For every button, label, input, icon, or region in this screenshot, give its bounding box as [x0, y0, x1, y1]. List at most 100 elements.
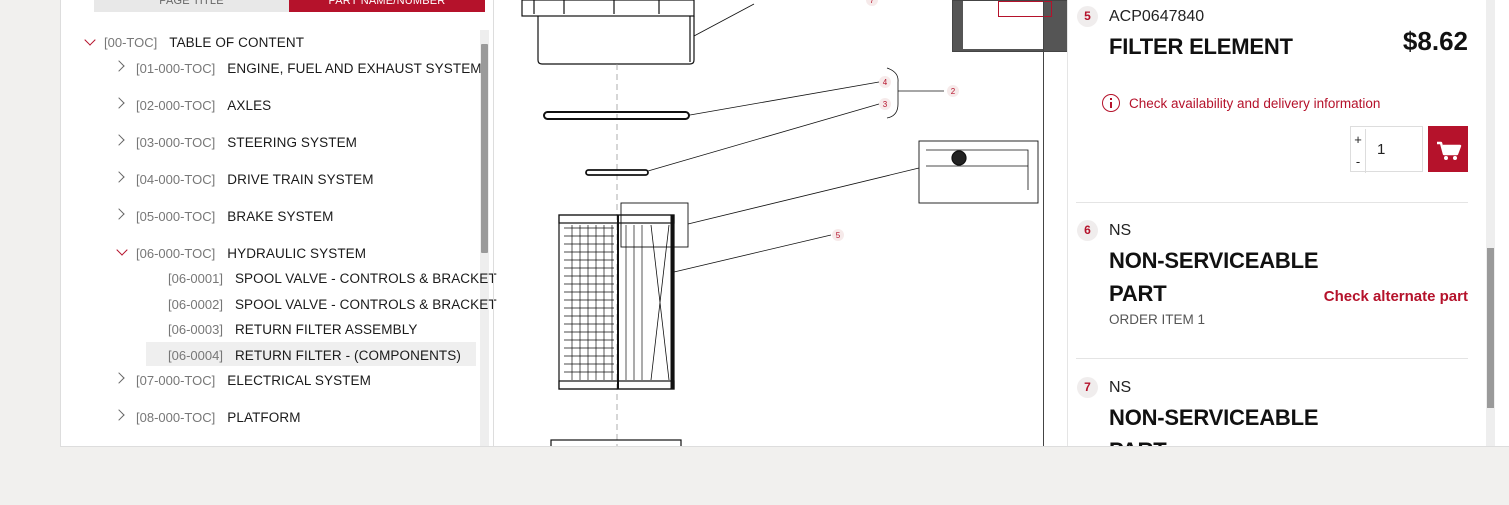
callout-2: 2 — [951, 87, 956, 96]
part-number[interactable]: NS — [1109, 222, 1132, 239]
part-number[interactable]: NS — [1109, 379, 1132, 396]
tree-node-code: [01-000-TOC] — [136, 60, 216, 76]
tree-node-label: SPOOL VALVE - CONTROLS & BRACKET — [234, 296, 497, 312]
tab-part-name-number[interactable]: PART NAME/NUMBER — [289, 0, 485, 12]
tree-node-label: BRAKE SYSTEM — [227, 208, 334, 224]
availability-link[interactable]: Check availability and delivery informat… — [1102, 94, 1380, 112]
part-price: $8.62 — [1402, 26, 1468, 56]
parts-scrollbar-thumb[interactable] — [1487, 248, 1494, 408]
part-separator — [1076, 358, 1468, 359]
callout-5: 5 — [836, 231, 841, 240]
thumbnail-page — [963, 1, 1052, 49]
thumbnail-viewport[interactable] — [998, 1, 1052, 17]
order-item-label: ORDER ITEM 1 — [1109, 312, 1206, 327]
tree-node-steering[interactable]: [03-000-TOC] STEERING SYSTEM — [136, 130, 357, 154]
tree-node-code: [06-0003] — [168, 321, 223, 337]
tree-node-label: RETURN FILTER - (COMPONENTS) — [234, 347, 461, 363]
chevron-right-icon[interactable] — [113, 97, 125, 109]
o-ring-small — [585, 169, 649, 176]
tree-node-label: SPOOL VALVE - CONTROLS & BRACKET — [234, 270, 497, 286]
add-to-cart-button[interactable] — [1428, 126, 1468, 172]
tree-node-code: [03-000-TOC] — [136, 134, 216, 150]
tree-node-code: [06-0004] — [168, 347, 223, 363]
o-ring-large — [543, 111, 690, 120]
tree-node-06-0002[interactable]: [06-0002] SPOOL VALVE - CONTROLS & BRACK… — [168, 292, 497, 316]
tree-diagram-divider — [493, 0, 494, 446]
part-number[interactable]: ACP0647840 — [1109, 8, 1205, 25]
chevron-right-icon[interactable] — [113, 171, 125, 183]
chevron-down-icon[interactable] — [116, 244, 128, 256]
chevron-right-icon[interactable] — [113, 409, 125, 421]
callout-4: 4 — [883, 78, 888, 87]
callout-3: 3 — [883, 100, 888, 109]
parts-list: 5 ACP0647840 FILTER ELEMENT $8.62 Check … — [1067, 0, 1484, 446]
part-index-badge: 7 — [1077, 377, 1098, 398]
search-tabs: PAGE TITLE PART NAME/NUMBER — [94, 0, 485, 12]
tree-node-root[interactable]: [00-TOC] TABLE OF CONTENT — [104, 30, 304, 54]
part-separator — [1076, 202, 1468, 203]
tree-node-code: [02-000-TOC] — [136, 97, 216, 113]
tree-node-code: [08-000-TOC] — [136, 409, 216, 425]
tree-node-label: PLATFORM — [227, 409, 301, 425]
tree-node-06-0001[interactable]: [06-0001] SPOOL VALVE - CONTROLS & BRACK… — [168, 266, 497, 290]
tree-node-label: STEERING SYSTEM — [227, 134, 358, 150]
tree-node-code: [04-000-TOC] — [136, 171, 216, 187]
tree-node-label: ENGINE, FUEL AND EXHAUST SYSTEM — [227, 60, 482, 76]
selected-row-highlight — [146, 342, 476, 366]
tree-node-label: TABLE OF CONTENT — [169, 34, 305, 50]
part-name-line2[interactable]: PART — [1109, 434, 1167, 446]
filter-element — [558, 214, 675, 390]
tree-node-platform[interactable]: [08-000-TOC] PLATFORM — [136, 405, 301, 429]
parts-diagram[interactable]: 7 4 3 2 5 — [494, 0, 1044, 446]
tree-node-label: RETURN FILTER ASSEMBLY — [234, 321, 418, 337]
chevron-down-icon[interactable] — [84, 34, 96, 46]
tree-node-axles[interactable]: [02-000-TOC] AXLES — [136, 93, 271, 117]
toc-tree: PAGE TITLE PART NAME/NUMBER [00-TOC] TAB… — [61, 0, 497, 446]
tree-node-engine[interactable]: [01-000-TOC] ENGINE, FUEL AND EXHAUST SY… — [136, 56, 482, 80]
tree-node-label: DRIVE TRAIN SYSTEM — [227, 171, 374, 187]
tree-node-label: HYDRAULIC SYSTEM — [227, 245, 367, 261]
part-name-line1[interactable]: NON-SERVICEABLE — [1109, 405, 1319, 430]
parts-catalog-panel: PAGE TITLE PART NAME/NUMBER [00-TOC] TAB… — [60, 0, 1509, 447]
chevron-right-icon[interactable] — [113, 208, 125, 220]
part-name[interactable]: FILTER ELEMENT — [1109, 34, 1293, 59]
tree-node-brake[interactable]: [05-000-TOC] BRAKE SYSTEM — [136, 204, 333, 228]
tree-node-label: AXLES — [227, 97, 272, 113]
tree-scrollbar-thumb[interactable] — [481, 44, 488, 253]
tree-node-label: ELECTRICAL SYSTEM — [227, 372, 371, 388]
callout-7: 7 — [870, 0, 875, 5]
housing-bowl — [537, 16, 695, 65]
tree-node-code: [06-0001] — [168, 270, 223, 286]
tree-node-code: [05-000-TOC] — [136, 208, 216, 224]
chevron-right-icon[interactable] — [113, 60, 125, 72]
quantity-plus-button[interactable]: + — [1351, 129, 1366, 151]
tree-node-06-0004[interactable]: [06-0004] RETURN FILTER - (COMPONENTS) — [168, 343, 461, 367]
tree-node-electrical[interactable]: [07-000-TOC] ELECTRICAL SYSTEM — [136, 368, 371, 392]
chevron-right-icon[interactable] — [113, 372, 125, 384]
part-name-line1[interactable]: NON-SERVICEABLE — [1109, 248, 1319, 273]
tree-node-code: [00-TOC] — [104, 34, 158, 50]
check-alternate-part-link[interactable]: Check alternate part — [1323, 288, 1468, 305]
quantity-minus-button[interactable]: - — [1351, 151, 1366, 173]
tree-node-code: [06-000-TOC] — [136, 245, 216, 261]
quantity-input[interactable]: 1 — [1377, 141, 1386, 158]
diagram-thumbnail-navigator[interactable] — [952, 0, 1068, 52]
cart-icon — [1437, 141, 1462, 160]
tree-node-hydraulic[interactable]: [06-000-TOC] HYDRAULIC SYSTEM — [136, 241, 366, 265]
parts-scrollbar-track — [1486, 0, 1495, 446]
diagram-right-border — [1043, 0, 1044, 446]
tree-node-drive-train[interactable]: [04-000-TOC] DRIVE TRAIN SYSTEM — [136, 167, 374, 191]
housing-top — [521, 0, 695, 17]
tree-node-06-0003[interactable]: [06-0003] RETURN FILTER ASSEMBLY — [168, 317, 417, 341]
part-index-badge: 6 — [1077, 220, 1098, 241]
tree-node-code: [06-0002] — [168, 296, 223, 312]
tab-page-title[interactable]: PAGE TITLE — [94, 0, 289, 12]
detail-marker — [620, 202, 689, 248]
chevron-right-icon[interactable] — [113, 134, 125, 146]
quantity-stepper[interactable]: + - 1 — [1350, 126, 1423, 173]
exploded-view-drawing: 7 4 3 2 5 — [521, 0, 1039, 446]
part-index-badge: 5 — [1077, 6, 1098, 27]
tree-node-code: [07-000-TOC] — [136, 372, 216, 388]
availability-text: Check availability and delivery informat… — [1129, 95, 1381, 111]
part-name-line2[interactable]: PART — [1109, 281, 1167, 306]
